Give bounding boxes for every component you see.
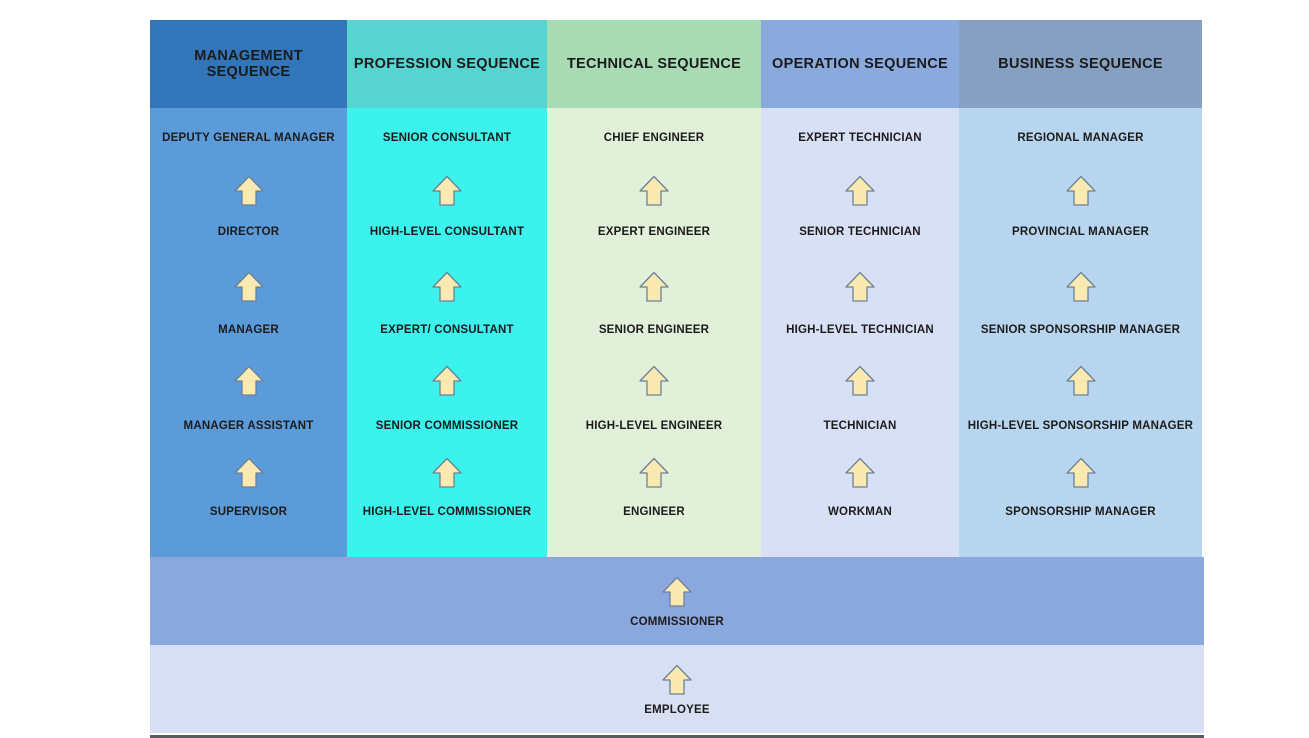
up-arrow-icon: [843, 174, 877, 208]
step-label[interactable]: TECHNICIAN: [823, 420, 897, 432]
band-employee: EMPLOYEE: [150, 645, 1204, 733]
column-header-business: BUSINESS SEQUENCE: [959, 20, 1202, 108]
column-body-business: REGIONAL MANAGER PROVINCIAL MANAGER SENIOR…: [959, 108, 1202, 557]
up-arrow-icon: [232, 456, 266, 490]
step-label[interactable]: CHIEF ENGINEER: [603, 132, 705, 144]
step-label[interactable]: SENIOR CONSULTANT: [382, 132, 512, 144]
step-label[interactable]: SENIOR SPONSORSHIP MANAGER: [980, 324, 1181, 336]
up-arrow-icon: [232, 270, 266, 304]
column-body-management: DEPUTY GENERAL MANAGER DIRECTOR MANAGER MAN…: [150, 108, 347, 557]
step-label[interactable]: MANAGER ASSISTANT: [183, 420, 314, 432]
sequence-column-business[interactable]: BUSINESS SEQUENCE REGIONAL MANAGER PROVINC…: [959, 20, 1202, 557]
sequence-column-profession[interactable]: PROFESSION SEQUENCE SENIOR CONSULTANT HIGH…: [347, 20, 547, 557]
up-arrow-icon: [1064, 174, 1098, 208]
sequence-column-operation[interactable]: OPERATION SEQUENCE EXPERT TECHNICIAN SENIO…: [761, 20, 959, 557]
column-header-management: MANAGEMENT SEQUENCE: [150, 20, 347, 108]
up-arrow-icon: [843, 270, 877, 304]
step-label[interactable]: REGIONAL MANAGER: [1017, 132, 1144, 144]
step-label[interactable]: HIGH-LEVEL SPONSORSHIP MANAGER: [967, 420, 1194, 432]
column-body-operation: EXPERT TECHNICIAN SENIOR TECHNICIAN HIGH-L…: [761, 108, 959, 557]
up-arrow-icon: [1064, 364, 1098, 398]
step-label[interactable]: SENIOR TECHNICIAN: [799, 226, 921, 238]
step-label[interactable]: ENGINEER: [623, 506, 685, 518]
step-label[interactable]: EXPERT/ CONSULTANT: [380, 324, 514, 336]
step-label[interactable]: EXPERT ENGINEER: [597, 226, 711, 238]
column-header-profession: PROFESSION SEQUENCE: [347, 20, 547, 108]
step-label[interactable]: SPONSORSHIP MANAGER: [1005, 506, 1156, 518]
up-arrow-icon: [843, 364, 877, 398]
step-label[interactable]: SENIOR ENGINEER: [598, 324, 710, 336]
step-label[interactable]: SUPERVISOR: [209, 506, 288, 518]
step-label[interactable]: WORKMAN: [828, 506, 892, 518]
step-label[interactable]: DEPUTY GENERAL MANAGER: [162, 132, 335, 144]
up-arrow-icon: [660, 663, 694, 697]
up-arrow-icon: [232, 174, 266, 208]
column-header-technical: TECHNICAL SEQUENCE: [547, 20, 761, 108]
up-arrow-icon: [637, 456, 671, 490]
step-label[interactable]: PROVINCIAL MANAGER: [1012, 226, 1149, 238]
up-arrow-icon: [660, 575, 694, 609]
column-body-profession: SENIOR CONSULTANT HIGH-LEVEL CONSULTANT EX…: [347, 108, 547, 557]
up-arrow-icon: [430, 270, 464, 304]
up-arrow-icon: [637, 364, 671, 398]
step-label[interactable]: SENIOR COMMISSIONER: [375, 420, 519, 432]
band-label-employee: EMPLOYEE: [644, 704, 710, 716]
up-arrow-icon: [637, 174, 671, 208]
step-label[interactable]: HIGH-LEVEL ENGINEER: [585, 420, 723, 432]
up-arrow-icon: [430, 456, 464, 490]
band-commissioner: COMMISSIONER: [150, 557, 1204, 645]
step-label[interactable]: EXPERT TECHNICIAN: [798, 132, 922, 144]
band-label-commissioner: COMMISSIONER: [630, 616, 724, 628]
step-label[interactable]: HIGH-LEVEL COMMISSIONER: [362, 506, 532, 518]
up-arrow-icon: [232, 364, 266, 398]
step-label[interactable]: MANAGER: [218, 324, 279, 336]
up-arrow-icon: [430, 174, 464, 208]
column-body-technical: CHIEF ENGINEER EXPERT ENGINEER SENIOR ENGI…: [547, 108, 761, 557]
column-header-operation: OPERATION SEQUENCE: [761, 20, 959, 108]
step-label[interactable]: DIRECTOR: [217, 226, 280, 238]
up-arrow-icon: [843, 456, 877, 490]
up-arrow-icon: [1064, 270, 1098, 304]
step-label[interactable]: HIGH-LEVEL CONSULTANT: [369, 226, 525, 238]
up-arrow-icon: [1064, 456, 1098, 490]
sequence-column-technical[interactable]: TECHNICAL SEQUENCE CHIEF ENGINEER EXPERT E…: [547, 20, 761, 557]
step-label[interactable]: HIGH-LEVEL TECHNICIAN: [786, 324, 934, 336]
up-arrow-icon: [637, 270, 671, 304]
up-arrow-icon: [430, 364, 464, 398]
